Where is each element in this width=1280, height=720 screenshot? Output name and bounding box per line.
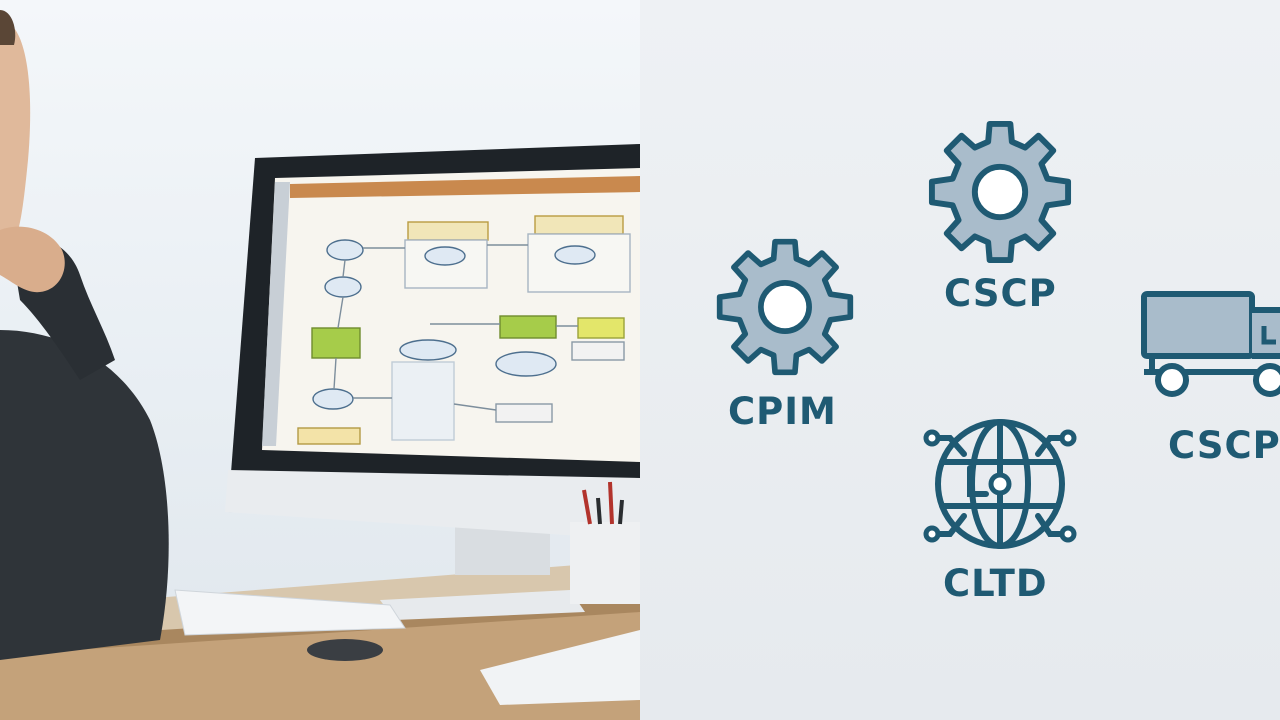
- person-face: [0, 20, 31, 260]
- gear-icon: [926, 118, 1074, 266]
- flow-header-box: [534, 215, 624, 235]
- cert-label-cltd: CLTD: [943, 562, 1048, 605]
- flow-note: [297, 427, 361, 445]
- keyboard: [174, 589, 406, 636]
- flow-node: [495, 351, 557, 377]
- flow-process-box: [499, 315, 557, 339]
- screen-sidebar: [262, 182, 290, 446]
- pen-holder: [570, 522, 640, 604]
- monitor-stand-base: [380, 590, 585, 620]
- person-hand: [0, 226, 65, 293]
- person-hair: [0, 10, 16, 45]
- flow-box: [495, 403, 553, 423]
- certifications-panel: CSCP CPIM: [640, 0, 1280, 720]
- flow-node: [324, 276, 362, 298]
- flow-process-box: [577, 317, 625, 339]
- cert-label-cpim: CPIM: [728, 390, 837, 433]
- cert-label-cscp-2: CSCP: [1168, 424, 1280, 467]
- flowchart-connectors: [333, 244, 578, 411]
- flow-process-box: [311, 327, 361, 359]
- flow-node: [399, 339, 457, 361]
- gear-icon: [714, 236, 856, 378]
- flow-node: [312, 388, 354, 410]
- person-shirt: [0, 330, 169, 660]
- flow-node: [424, 246, 466, 266]
- pen: [608, 481, 614, 525]
- flowchart: [297, 215, 631, 445]
- pen: [618, 499, 624, 525]
- laptop: [480, 630, 640, 705]
- workspace-illustration: [0, 10, 640, 720]
- screen-toolbar: [290, 176, 640, 198]
- flow-node: [326, 239, 364, 261]
- flow-box: [571, 341, 625, 361]
- mouse: [307, 639, 383, 661]
- pen: [596, 497, 602, 525]
- pen: [582, 489, 592, 525]
- monitor: [225, 144, 640, 540]
- workspace-photo: [0, 0, 640, 720]
- flow-panel: [391, 361, 455, 441]
- desk-top: [0, 612, 640, 720]
- globe-network-icon: [920, 408, 1080, 560]
- person: [0, 10, 169, 660]
- delivery-truck-icon: [1136, 286, 1280, 406]
- cert-label-cscp: CSCP: [944, 272, 1057, 315]
- flow-header-box: [407, 221, 489, 241]
- flow-node: [554, 245, 596, 265]
